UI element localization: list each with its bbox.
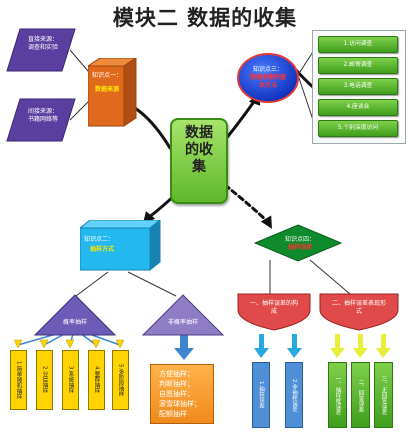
- page-title: 模块二 数据的收集: [112, 6, 298, 30]
- form-item-3: 三、无回答误差: [374, 362, 393, 428]
- indirect-source-text: 间接来源：书籍网络等: [27, 108, 58, 123]
- nonprobability-triangle: 非概率抽样: [142, 294, 224, 336]
- knowledge1-cube: 知识点一： 数据来源: [88, 58, 138, 128]
- error-forms-label: 二、抽样误差表现形式: [332, 300, 387, 315]
- form-item-2: 二、回答误差: [351, 362, 370, 428]
- knowledge4-label: 知识点四：: [284, 236, 315, 243]
- knowledge4-topic: 抽样误差: [287, 244, 312, 251]
- indirect-source-box: 间接来源：书籍网络等: [6, 98, 76, 142]
- knowledge2-label: 知识点二：: [84, 236, 115, 243]
- box-shape: [80, 220, 161, 272]
- shield-shape: [319, 293, 399, 331]
- prob-method-2: 2.分层抽样: [36, 350, 53, 410]
- structure-item-2: 2.非抽样误差: [285, 362, 303, 428]
- triangle-shape: [142, 294, 224, 336]
- nonprob-method-5: 配额抽样: [159, 410, 187, 418]
- center-topic-box: 数据的收集: [170, 118, 228, 204]
- method-item-2: 2.邮寄调查: [318, 57, 398, 74]
- nonprob-method-3: 自愿抽样；: [159, 390, 194, 398]
- method-item-5: 5.个别深度访问: [318, 120, 398, 137]
- knowledge3-label: 知识点三：: [252, 66, 283, 73]
- knowledge2-box: 知识点二： 抽样方式: [80, 220, 162, 272]
- center-topic-text: 数据的收集: [185, 125, 213, 175]
- diamond-shape: [254, 224, 342, 262]
- prob-method-1: 1.简单随机抽样: [10, 350, 27, 410]
- error-forms-shape: 二、抽样误差表现形式: [318, 292, 400, 332]
- prob-method-5: 5.多阶段抽样: [112, 350, 129, 410]
- shield-shape: [237, 293, 311, 331]
- probability-triangle: 概率抽样: [34, 294, 116, 336]
- form-item-1: 一、抽样框误差: [328, 362, 347, 428]
- nonprob-method-1: 方便抽样；: [159, 370, 194, 378]
- knowledge2-topic: 抽样方式: [90, 246, 115, 253]
- error-structure-shape: 一、抽样误差的构成: [236, 292, 312, 332]
- method-item-1: 1.访问调查: [318, 36, 398, 53]
- knowledge3-topic: 数据收集的基本方法: [250, 74, 287, 89]
- parallelogram-shape: [6, 28, 76, 72]
- knowledge3-circle: 知识点三： 数据收集的基本方法: [236, 52, 300, 104]
- method-item-3: 3.电话调查: [318, 78, 398, 95]
- method-item-4: 4.座谈会: [318, 99, 398, 116]
- knowledge4-diamond: 知识点四： 抽样误差: [254, 224, 342, 262]
- nonprob-methods-box: 方便抽样； 判断抽样； 自愿抽样； 滚雪球抽样； 配额抽样: [150, 364, 214, 424]
- nonprob-method-2: 判断抽样；: [159, 380, 194, 388]
- nonprobability-label: 非概率抽样: [167, 319, 198, 326]
- knowledge1-topic: 数据来源: [94, 86, 119, 93]
- direct-source-box: 直接来源：调查和实验: [6, 28, 76, 72]
- error-structure-label: 一、抽样误差的构成: [249, 300, 298, 315]
- cube-shape: [88, 58, 137, 127]
- parallelogram-shape: [6, 98, 76, 142]
- structure-item-1: 1.抽样误差: [252, 362, 270, 428]
- probability-label: 概率抽样: [62, 319, 87, 326]
- triangle-shape: [34, 294, 116, 336]
- knowledge1-label: 知识点一：: [91, 72, 122, 79]
- direct-source-text: 直接来源：调查和实验: [27, 36, 58, 51]
- prob-method-4: 4.整群抽样: [88, 350, 105, 410]
- prob-method-3: 3.系统抽样: [62, 350, 79, 410]
- circle-shape: [237, 53, 299, 103]
- nonprob-method-4: 滚雪球抽样；: [159, 400, 201, 408]
